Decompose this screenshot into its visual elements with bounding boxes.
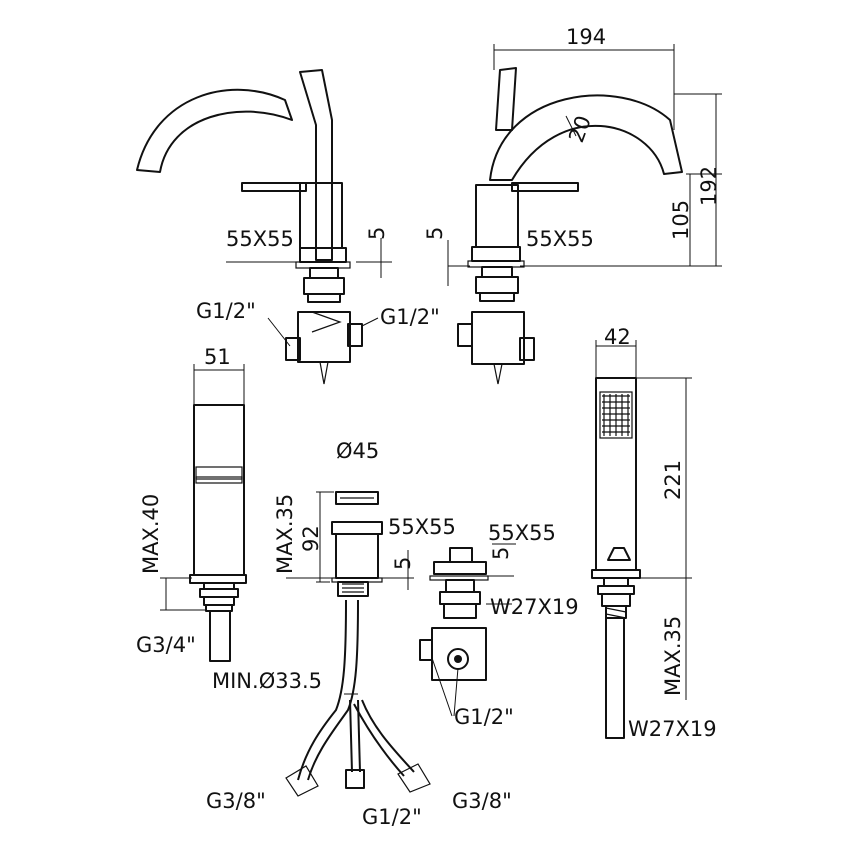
label-mixer-5-left: 5: [365, 227, 389, 240]
label-body-max35: MAX.35: [273, 494, 297, 574]
label-g12-left-b: G1/2": [380, 305, 440, 329]
lever-view: [160, 364, 247, 662]
spout-front-view: [136, 69, 392, 385]
hand-shower-view: [591, 340, 692, 739]
label-spout-20: 20: [564, 112, 596, 145]
label-body-55x55: 55X55: [388, 515, 456, 539]
label-shower-w27x19: W27X19: [628, 717, 717, 741]
label-body-5: 5: [391, 557, 415, 570]
label-spout-5: 5: [423, 227, 447, 240]
shower-nozzle-grid: [602, 394, 630, 436]
label-shower-221: 221: [661, 460, 685, 500]
label-valve-5: 5: [489, 547, 513, 560]
label-lever-51: 51: [204, 345, 231, 369]
label-spout-192: 192: [697, 166, 721, 206]
label-body-d45: Ø45: [336, 439, 379, 463]
label-spout-55x55: 55X55: [526, 227, 594, 251]
label-spout-194: 194: [566, 25, 606, 49]
label-body-min335: MIN.Ø33.5: [212, 669, 322, 693]
diverter-valve-view: [419, 543, 516, 717]
label-g12-left-a: G1/2": [196, 299, 256, 323]
label-hose-g12: G1/2": [362, 805, 422, 829]
label-body-92: 92: [299, 525, 323, 552]
label-shower-42: 42: [604, 325, 631, 349]
label-lever-max40: MAX.40: [139, 494, 163, 574]
label-hose-g38-left: G3/8": [206, 789, 266, 813]
label-valve-g12: G1/2": [454, 705, 514, 729]
body-with-hoses-view: [285, 491, 431, 797]
spout-side-view: [447, 44, 722, 385]
label-hose-g38-right: G3/8": [452, 789, 512, 813]
label-valve-55x55: 55X55: [488, 521, 556, 545]
label-valve-w27x19: W27X19: [490, 595, 579, 619]
label-shower-max35: MAX.35: [661, 616, 685, 696]
label-mixer-55x55-left: 55X55: [226, 227, 294, 251]
label-spout-105: 105: [669, 200, 693, 240]
label-lever-g34: G3/4": [136, 633, 196, 657]
